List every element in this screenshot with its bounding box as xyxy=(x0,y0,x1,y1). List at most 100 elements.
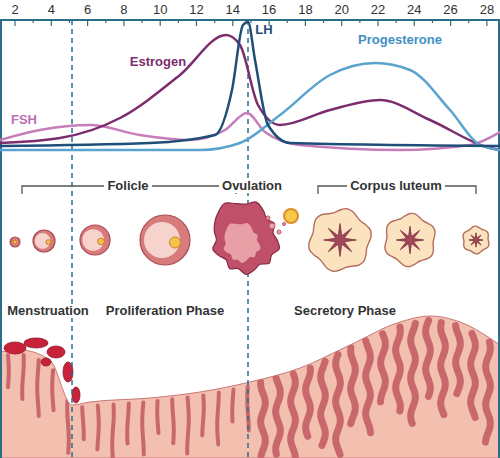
axis-number: 8 xyxy=(120,3,127,18)
hormone-label: LH xyxy=(255,23,272,38)
axis-tick xyxy=(468,20,469,23)
fluid-droplet xyxy=(277,230,281,234)
phase-label: Secretory Phase xyxy=(291,304,399,319)
luteal-core xyxy=(469,233,483,247)
blood-drop xyxy=(72,387,80,403)
gland xyxy=(97,405,98,449)
oocyte xyxy=(98,238,105,245)
frame-right xyxy=(498,20,500,458)
corpus-luteum-stages xyxy=(309,209,489,272)
axis-number: 2 xyxy=(11,3,18,18)
blood-drop xyxy=(4,342,26,354)
menstrual-blood xyxy=(4,338,80,403)
gland xyxy=(396,327,401,411)
antrum xyxy=(82,229,104,251)
axis-number: 22 xyxy=(371,3,385,18)
corpus-luteum xyxy=(309,209,371,272)
frame-left xyxy=(0,20,2,458)
axis-tick xyxy=(14,20,15,26)
axis-tick xyxy=(51,20,52,26)
gland xyxy=(351,348,356,424)
axis-number: 28 xyxy=(480,3,494,18)
gland xyxy=(67,401,69,453)
gland xyxy=(37,360,39,416)
follicle xyxy=(80,225,110,255)
gland xyxy=(381,334,386,402)
gland xyxy=(232,389,233,421)
corpus-luteum xyxy=(463,226,489,254)
gland xyxy=(441,323,446,415)
gland xyxy=(52,370,53,410)
gland xyxy=(456,326,461,394)
axis-tick xyxy=(377,20,378,26)
hormone-label: FSH xyxy=(11,113,37,128)
axis-tick xyxy=(287,20,288,23)
phase-divider xyxy=(71,20,73,458)
stage-label: Corpus luteum xyxy=(347,179,445,194)
phase-label: Proliferation Phase xyxy=(103,304,227,319)
axis-tick xyxy=(432,20,433,23)
progesterone-curve xyxy=(0,63,500,150)
ruptured-antrum xyxy=(224,223,261,263)
gland xyxy=(261,382,266,458)
gland xyxy=(486,342,491,442)
follicles xyxy=(10,215,190,265)
blood-drop xyxy=(24,338,48,348)
axis-number: 24 xyxy=(407,3,421,18)
axis-tick xyxy=(250,20,251,23)
axis-tick xyxy=(141,20,142,23)
gland xyxy=(82,407,84,439)
antrum xyxy=(144,222,180,258)
ruptured-follicle xyxy=(213,202,280,275)
axis-tick xyxy=(232,20,233,26)
endometrium xyxy=(0,316,500,458)
follicle xyxy=(33,230,55,252)
gland xyxy=(471,333,476,417)
gland xyxy=(411,323,416,423)
oocyte xyxy=(13,240,17,244)
stage-label: Ovulation xyxy=(219,179,285,194)
axis-tick xyxy=(123,20,124,26)
estrogen-curve xyxy=(0,35,500,150)
endometrial-glands xyxy=(8,320,490,458)
hormone-label: Progesterone xyxy=(358,33,442,48)
axis-tick xyxy=(396,20,397,23)
oocyte xyxy=(170,237,181,248)
axis-tick xyxy=(160,20,161,26)
blood-drop xyxy=(47,346,65,358)
gland xyxy=(142,402,144,454)
axis-tick xyxy=(486,20,487,26)
phase-label: Menstruation xyxy=(4,304,92,319)
axis-tick xyxy=(414,20,415,26)
gland xyxy=(366,341,371,433)
corpus-luteum xyxy=(385,213,435,266)
gland xyxy=(157,401,158,433)
axis-number: 26 xyxy=(443,3,457,18)
fluid-droplet xyxy=(266,216,270,220)
gland xyxy=(202,395,204,435)
axis-tick xyxy=(323,20,324,23)
released-oocyte xyxy=(284,209,298,223)
axis-number: 18 xyxy=(298,3,312,18)
axis-number: 12 xyxy=(189,3,203,18)
gland xyxy=(217,392,219,444)
axis-tick xyxy=(341,20,342,26)
gland xyxy=(426,320,431,396)
gland xyxy=(22,355,24,399)
follicle xyxy=(140,215,190,265)
axis-tick xyxy=(359,20,360,23)
axis-number: 10 xyxy=(153,3,167,18)
gland xyxy=(336,355,341,455)
gland xyxy=(276,378,281,454)
axis-number: 20 xyxy=(334,3,348,18)
axis-number: 14 xyxy=(226,3,240,18)
axis-tick xyxy=(214,20,215,23)
axis-tick xyxy=(196,20,197,26)
axis-tick xyxy=(105,20,106,23)
gland xyxy=(306,368,311,436)
fluid-droplet xyxy=(283,223,286,226)
gland xyxy=(321,361,326,445)
